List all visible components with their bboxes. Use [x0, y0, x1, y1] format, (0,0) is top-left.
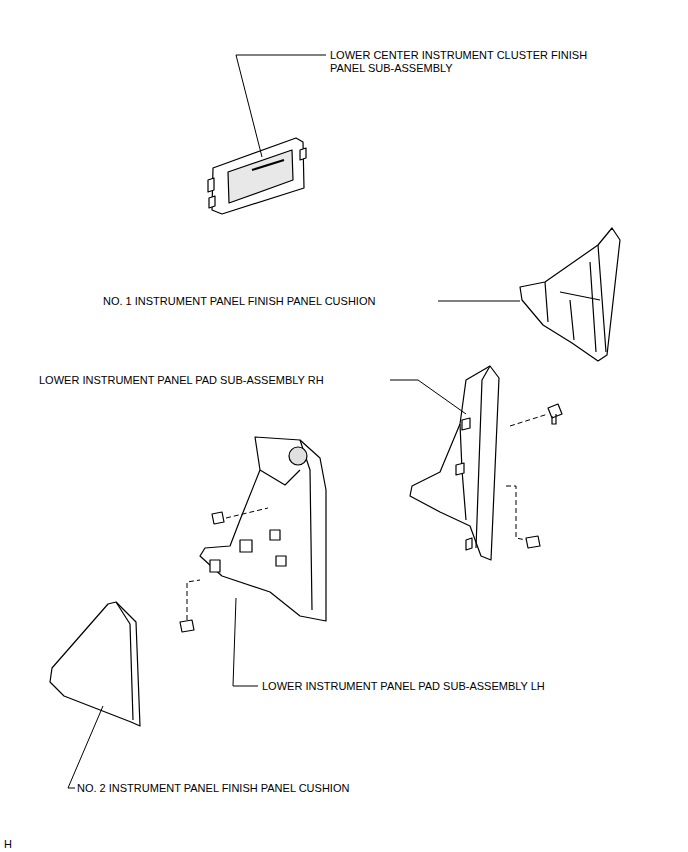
install-line: [226, 508, 268, 518]
rh-pad-clips: [456, 418, 472, 550]
no1-cushion-ribs: [545, 245, 606, 352]
no1-cushion: [520, 228, 620, 361]
leader-line: [68, 706, 103, 788]
leader-line: [438, 301, 520, 302]
lh-pad-hole: [289, 447, 307, 465]
part-label: LOWER INSTRUMENT PANEL PAD SUB-ASSEMBLY …: [262, 680, 545, 693]
center-finish-panel: [212, 138, 304, 214]
rh-pad-edge: [460, 366, 490, 548]
rh-pad: [410, 366, 499, 560]
lh-pad-edge: [260, 440, 312, 610]
leader-line: [390, 380, 466, 414]
panel-recess: [228, 150, 293, 203]
lh-pad: [200, 437, 326, 621]
no2-cushion-edge: [116, 602, 133, 720]
no2-cushion: [50, 602, 140, 726]
lh-pad-clips: [210, 530, 286, 572]
screw: [212, 512, 224, 524]
panel-clip: [208, 148, 306, 208]
screw: [548, 404, 562, 424]
leader-line: [233, 598, 258, 686]
install-line: [510, 414, 548, 426]
clip: [180, 620, 194, 632]
install-line: [506, 486, 526, 540]
clip: [526, 536, 540, 548]
part-label: LOWER CENTER INSTRUMENT CLUSTER FINISH P…: [330, 49, 620, 75]
part-label: H: [4, 838, 12, 851]
part-label: NO. 1 INSTRUMENT PANEL FINISH PANEL CUSH…: [103, 295, 375, 308]
leader-line: [236, 55, 326, 157]
part-label: LOWER INSTRUMENT PANEL PAD SUB-ASSEMBLY …: [39, 374, 324, 387]
part-label: NO. 2 INSTRUMENT PANEL FINISH PANEL CUSH…: [77, 782, 349, 795]
panel-slot: [252, 160, 284, 170]
install-line: [187, 580, 200, 620]
